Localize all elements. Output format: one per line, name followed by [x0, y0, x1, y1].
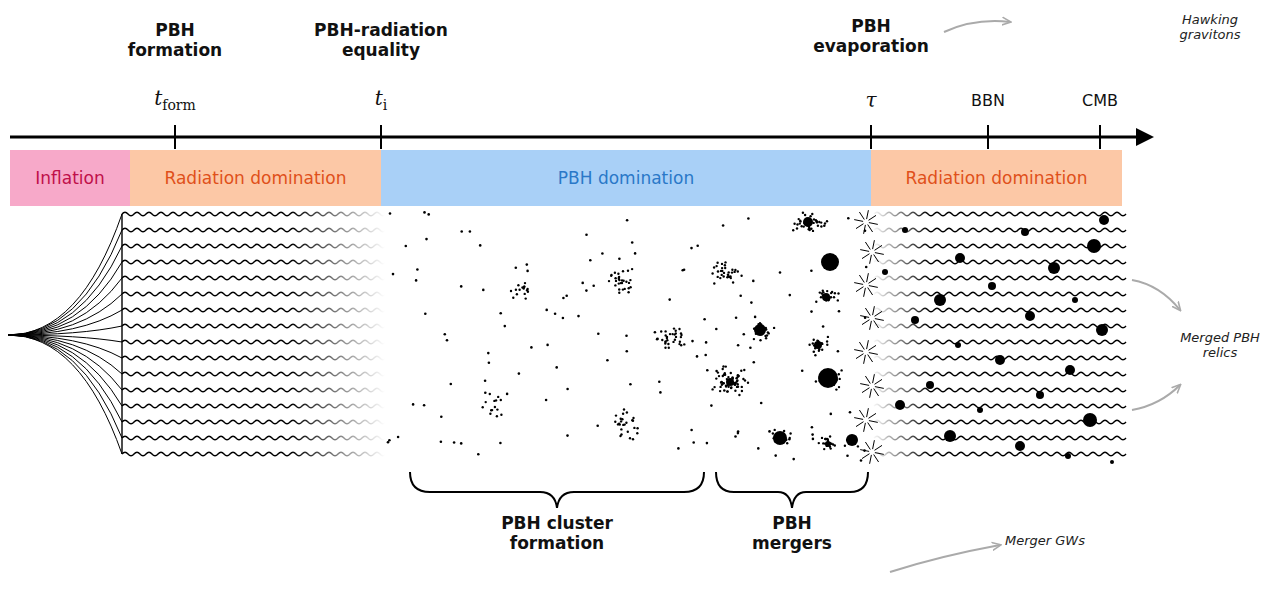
phase-label: PBH mergers [742, 513, 842, 553]
axis-arrowhead [1136, 128, 1154, 146]
era-name: Radiation domination [165, 168, 347, 188]
radiation-waves [8, 212, 1126, 456]
event-heading: PBH-radiation equality [299, 20, 464, 60]
curly-brace [716, 472, 868, 508]
epoch-label: CMB [1070, 91, 1130, 110]
pointer-arrow [944, 21, 1010, 32]
pointer-arrow [1132, 280, 1180, 310]
era-band: Inflation [10, 150, 130, 206]
time-symbol: tform [154, 86, 196, 110]
time-axis [10, 136, 1140, 139]
side-note: Merged PBH relics [1175, 330, 1265, 360]
curly-brace [410, 472, 704, 508]
time-symbol: τ [851, 88, 891, 112]
era-band: Radiation domination [130, 150, 381, 206]
era-band: PBH domination [381, 150, 871, 206]
axis-ticks [175, 125, 1100, 149]
phase-label: PBH cluster formation [477, 513, 637, 553]
side-note: Merger GWs [990, 533, 1100, 548]
side-note: Hawking gravitons [1163, 12, 1258, 42]
era-name: Inflation [35, 168, 104, 188]
event-heading: PBH evaporation [806, 16, 936, 56]
era-name: Radiation domination [906, 168, 1088, 188]
evaporation-bursts [854, 210, 884, 464]
time-symbol: t [375, 86, 383, 110]
era-name: PBH domination [558, 168, 694, 188]
pointer-arrow [1132, 385, 1180, 410]
time-symbol: t [154, 86, 162, 110]
pbh-dots [387, 211, 1114, 464]
time-subscript: form [162, 97, 196, 113]
pointer-arrow [890, 545, 1000, 572]
event-heading: PBH formation [118, 20, 233, 60]
time-symbol: ti [375, 86, 388, 110]
time-subscript: i [383, 97, 387, 113]
era-band: Radiation domination [871, 150, 1122, 206]
epoch-label: BBN [958, 91, 1018, 110]
